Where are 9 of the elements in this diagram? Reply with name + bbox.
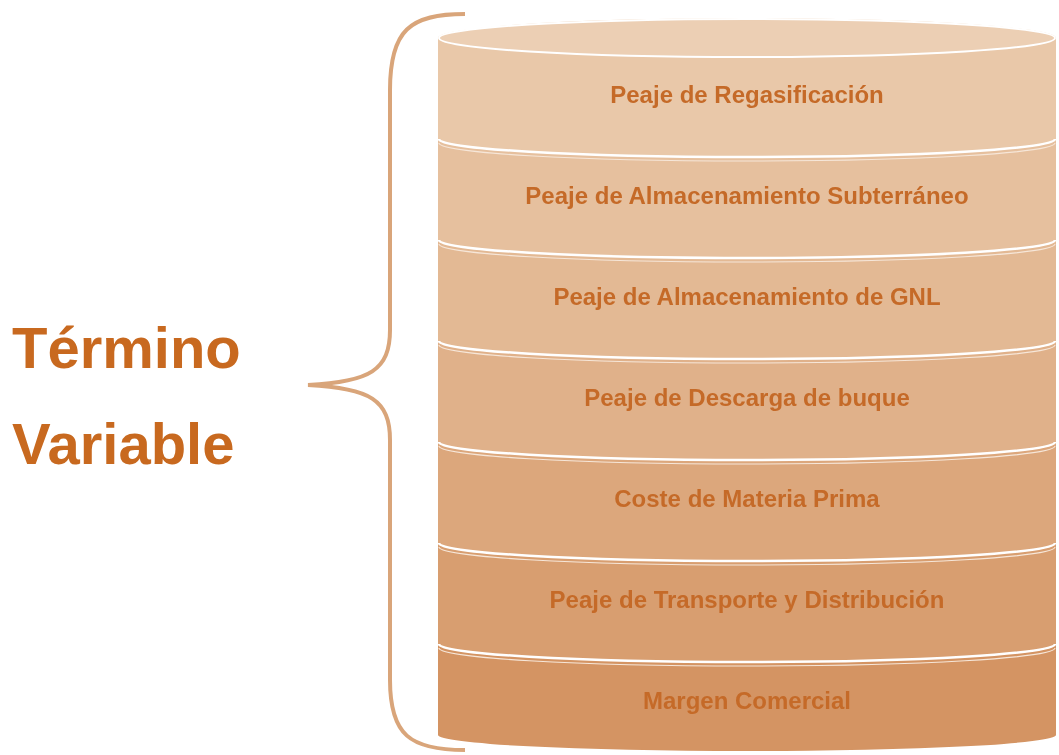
layer-label: Peaje de Almacenamiento de GNL — [553, 283, 941, 311]
layer-label: Peaje de Almacenamiento Subterráneo — [525, 182, 969, 210]
cylinder-layer — [438, 644, 1056, 753]
side-heading: Término Variable — [12, 314, 242, 478]
layer-label: Peaje de Descarga de buque — [584, 384, 910, 412]
layer-label: Peaje de Transporte y Distribución — [549, 586, 945, 614]
layer-label: Coste de Materia Prima — [614, 485, 880, 513]
layer-label: Peaje de Regasificación — [610, 81, 884, 109]
layer-label: Margen Comercial — [642, 687, 852, 715]
